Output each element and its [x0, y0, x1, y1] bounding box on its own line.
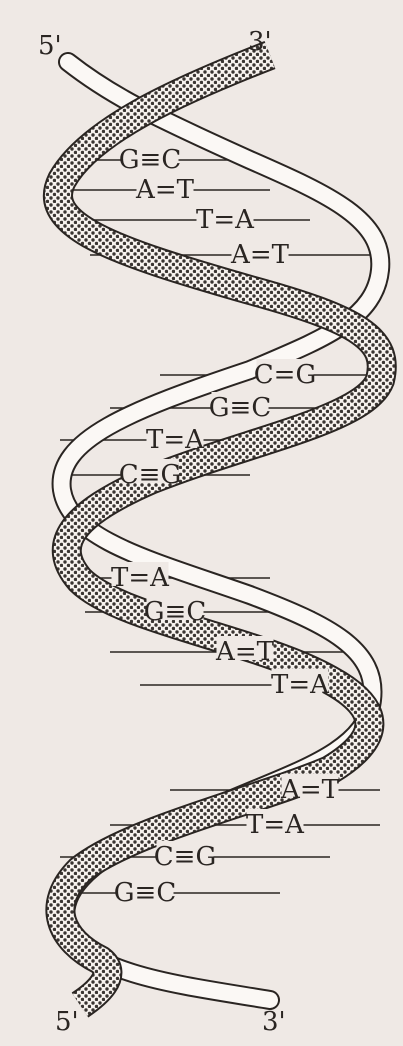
base-pair-label: T=A: [146, 425, 205, 455]
three-prime-bottom-label: 3': [262, 1007, 286, 1037]
base-pair-label: T=A: [271, 670, 330, 700]
base-pair-label: A=T: [215, 637, 275, 667]
base-pair-label: A=T: [280, 775, 340, 805]
base-pair-label: G≡C: [114, 878, 176, 908]
base-pair-label: T=A: [196, 205, 255, 235]
base-pair-label: G≡C: [144, 597, 206, 627]
base-pair-label: T=A: [246, 810, 305, 840]
base-pair-label: A=T: [135, 175, 195, 205]
three-prime-top-label: 3': [248, 27, 272, 57]
base-pair-label: T=A: [111, 563, 170, 593]
five-prime-top-label: 5': [38, 31, 62, 61]
base-pair-label: C≡G: [119, 460, 181, 490]
base-pair-label: G≡C: [119, 145, 181, 175]
base-pair-label: C≡G: [154, 842, 216, 872]
base-pair-label: C=G: [254, 360, 316, 390]
five-prime-bottom-label: 5': [55, 1007, 79, 1037]
base-pair-label: A=T: [230, 240, 290, 270]
base-pair-label: G≡C: [209, 393, 271, 423]
